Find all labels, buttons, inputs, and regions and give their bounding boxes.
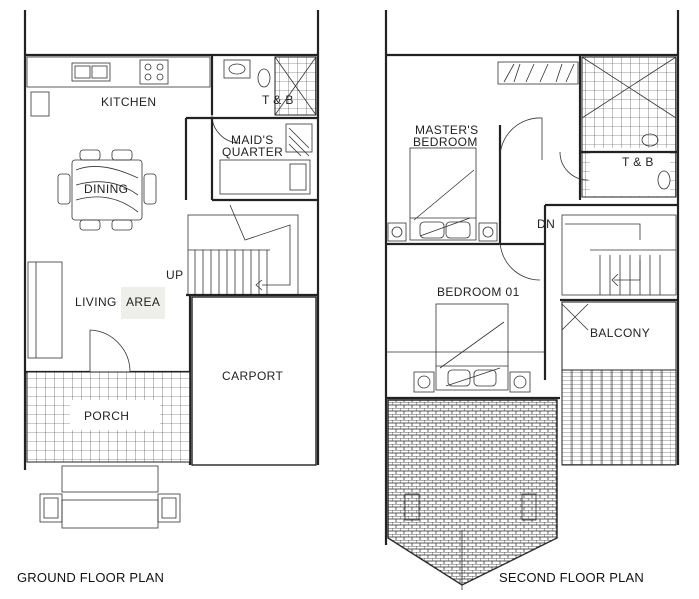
room-label-maids-1: MAID'S bbox=[231, 133, 274, 147]
stair-label-up: UP bbox=[166, 268, 183, 282]
sink-icon bbox=[71, 62, 111, 82]
planter-right bbox=[157, 493, 181, 523]
room-label-carport: CARPORT bbox=[222, 369, 284, 383]
bedroom1-bed bbox=[435, 303, 509, 391]
door-swing bbox=[559, 151, 589, 181]
kitchen-counter bbox=[26, 56, 211, 88]
gate bbox=[61, 465, 159, 493]
second-stairs bbox=[561, 214, 677, 296]
planter-left bbox=[39, 493, 63, 523]
lavatory-icon bbox=[223, 59, 251, 79]
dining-table bbox=[57, 149, 157, 231]
planter-2-left bbox=[404, 493, 420, 521]
ground-stairs bbox=[187, 204, 299, 296]
maids-bed bbox=[219, 159, 311, 195]
bedroom1-door-swing bbox=[499, 239, 541, 281]
room-label-porch: PORCH bbox=[84, 409, 129, 423]
toilet-icon-2 bbox=[641, 133, 659, 147]
room-label-maids-2: QUARTER bbox=[222, 145, 283, 159]
nightstand-left bbox=[387, 222, 407, 242]
room-label-bedroom1: BEDROOM 01 bbox=[437, 285, 520, 299]
room-label-master-1: MASTER'S bbox=[415, 123, 479, 137]
area-highlight bbox=[121, 287, 165, 319]
nightstand-right bbox=[478, 222, 498, 242]
stair-label-dn: DN bbox=[537, 217, 555, 231]
room-label-master-2: BEDROOM bbox=[413, 135, 478, 149]
second-floor-plan bbox=[384, 10, 680, 590]
main-door-swing bbox=[89, 329, 131, 373]
nightstand-3 bbox=[413, 371, 435, 393]
carport-area bbox=[191, 296, 317, 466]
closet-top bbox=[497, 61, 579, 85]
master-bed bbox=[409, 147, 477, 241]
room-label-balcony: BALCONY bbox=[590, 326, 650, 340]
lavatory-icon-2 bbox=[657, 170, 671, 190]
fridge-icon bbox=[30, 91, 50, 117]
room-label-area: AREA bbox=[126, 295, 160, 309]
room-label-ground-tb: T & B bbox=[262, 93, 294, 107]
second-floor-title: SECOND FLOOR PLAN bbox=[499, 570, 644, 585]
room-label-living: LIVING bbox=[75, 295, 117, 309]
stove-icon bbox=[139, 59, 169, 85]
roof-canopy bbox=[387, 399, 558, 586]
ground-floor-plan bbox=[23, 10, 320, 529]
room-label-kitchen: KITCHEN bbox=[101, 95, 156, 109]
room-label-dining: DINING bbox=[84, 182, 128, 196]
sofa bbox=[27, 261, 63, 359]
master-door-swing bbox=[499, 117, 543, 161]
balcony-area bbox=[561, 301, 677, 371]
toilet-icon bbox=[257, 68, 271, 88]
maids-closet bbox=[285, 123, 313, 153]
room-label-second-tb: T & B bbox=[622, 155, 654, 169]
planter-2-right bbox=[521, 493, 537, 521]
nightstand-4 bbox=[509, 371, 531, 393]
ground-floor-title: GROUND FLOOR PLAN bbox=[17, 570, 164, 585]
balcony-deck bbox=[561, 369, 677, 466]
